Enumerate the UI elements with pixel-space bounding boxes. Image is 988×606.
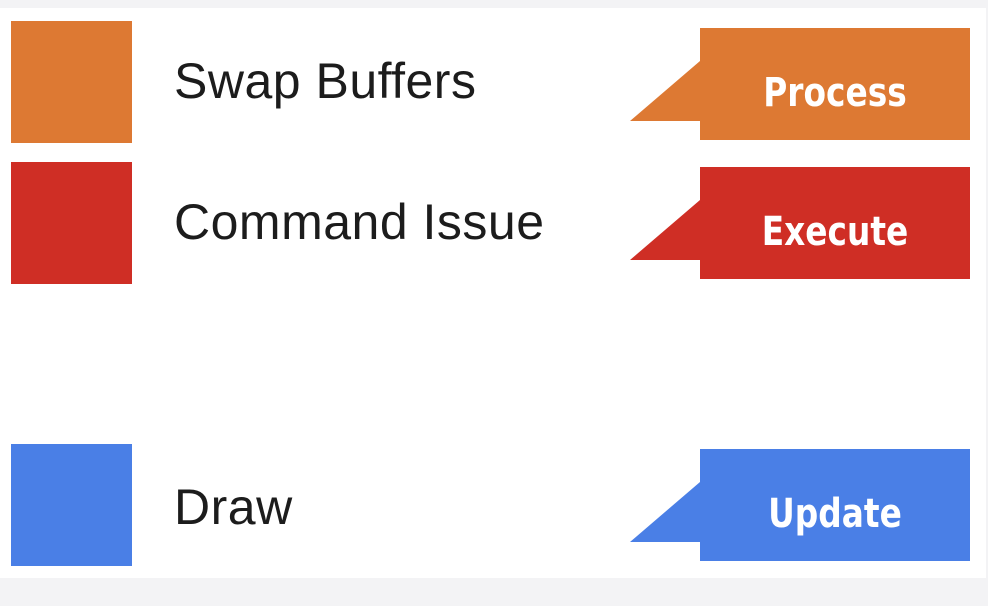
swatch-draw	[11, 444, 132, 566]
tag-execute-label: Execute	[761, 209, 909, 255]
tag-execute-shape	[630, 167, 970, 279]
legend-label-swap-buffers: Swap Buffers	[174, 53, 477, 109]
swatch-command-issue	[11, 162, 132, 284]
legend-label-command-issue: Command Issue	[174, 194, 545, 250]
legend-label-draw: Draw	[174, 479, 293, 535]
tag-update-label: Update	[768, 491, 902, 537]
legend-panel: Swap Buffers Process Command Issue Execu…	[0, 8, 986, 578]
swatch-swap-buffers	[11, 21, 132, 143]
tag-update-shape	[630, 449, 970, 561]
tag-process-label: Process	[763, 70, 907, 116]
tag-process-shape	[630, 28, 970, 140]
